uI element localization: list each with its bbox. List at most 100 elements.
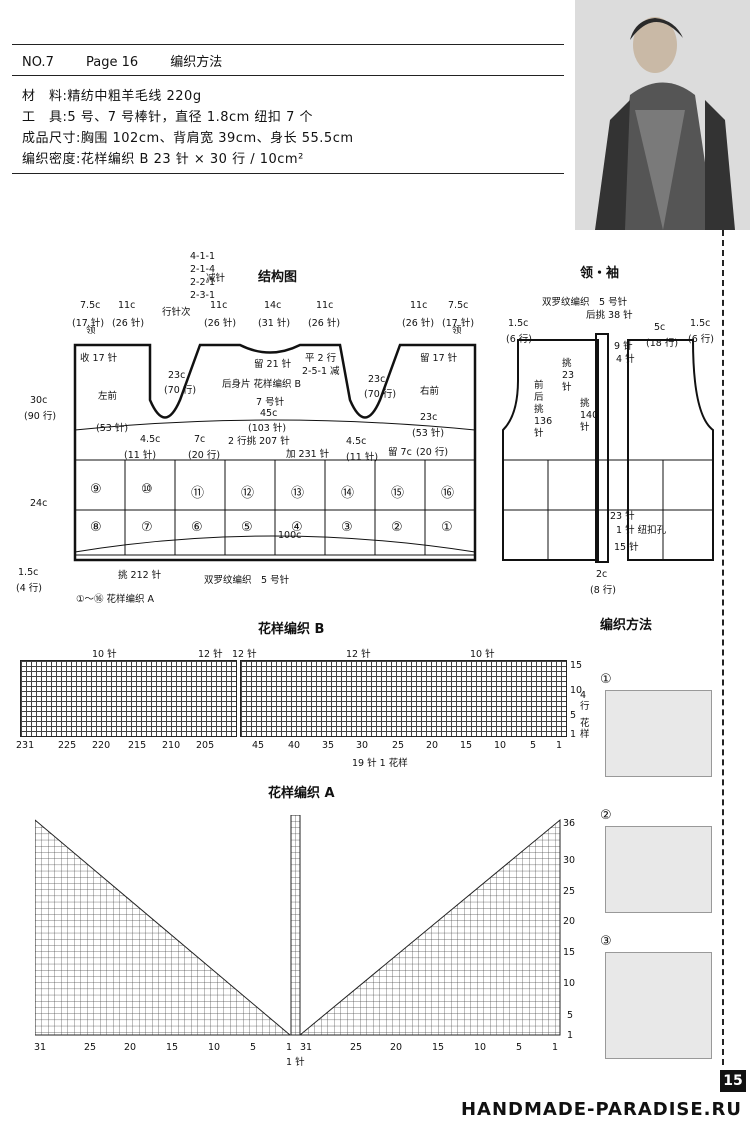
armhole-width: 4.5c	[346, 436, 367, 447]
panel-number: ⑩	[141, 482, 153, 497]
flat-rows: 平 2 行	[305, 353, 337, 364]
band-sts: 15 针	[614, 542, 639, 553]
col-number: 1	[556, 740, 563, 751]
panel-number: ⑨	[90, 482, 102, 497]
pick-up-207: 2 行挑 207 针	[228, 436, 290, 447]
col-number: 35	[322, 740, 335, 751]
col-number: 20	[124, 1042, 137, 1053]
col-number: 205	[196, 740, 215, 751]
pattern-b-grid-left	[20, 660, 237, 737]
band-sts: 23 针	[610, 511, 635, 522]
materials-line: 材 料:精纺中粗羊毛线 220g	[22, 89, 202, 104]
header-divider	[12, 75, 564, 76]
size-line: 成品尺寸:胸围 102cm、背肩宽 39cm、身长 55.5cm	[22, 131, 354, 146]
armhole-depth: 7c	[194, 434, 206, 445]
panel-number: ⑮	[391, 486, 405, 501]
col-number: 15	[432, 1042, 445, 1053]
cuff-rows: (6 行)	[688, 334, 714, 345]
hem-rib: 双罗纹编织 5 号针	[204, 575, 290, 586]
col-number: 5	[530, 740, 537, 751]
col-number: 20	[390, 1042, 403, 1053]
step-illustration	[605, 952, 712, 1059]
repeat-note: 19 针 1 花样	[352, 758, 408, 769]
method-title: 编织方法	[600, 618, 653, 633]
row-number: 1	[570, 729, 577, 740]
dim-top-sub: (26 针)	[308, 318, 341, 329]
armhole-sts: (11 针)	[124, 450, 157, 461]
row-number: 5	[570, 710, 577, 721]
step-illustration	[605, 690, 712, 777]
col-number: 225	[58, 740, 77, 751]
header-title: NO.7 Page 16 编织方法	[22, 51, 250, 70]
upper-height: 30c	[30, 395, 48, 406]
col-number: 215	[128, 740, 147, 751]
back-panel-label: 后身片 花样编织 B	[222, 379, 302, 390]
rib-height: 1.5c	[18, 567, 39, 578]
header-box: NO.7 Page 16 编织方法 材 料:精纺中粗羊毛线 220g 工 具:5…	[12, 44, 564, 174]
collar-height: 5c	[654, 322, 666, 333]
dim-top: 11c	[316, 300, 334, 311]
step-number: ①	[600, 672, 612, 687]
repeat-label: 12 针	[346, 649, 371, 660]
col-number: 10	[494, 740, 507, 751]
panel-number: ①	[441, 520, 453, 535]
row-number: 25	[563, 886, 576, 897]
col-number: 15	[166, 1042, 179, 1053]
col-number: 1	[286, 1042, 293, 1053]
band-width: 2c	[596, 569, 608, 580]
front-width-sts: (53 针)	[96, 423, 129, 434]
repeat-label: 10 针	[470, 649, 495, 660]
decrease-list: 4-1-1 2-1-4 2-2-1 2-3-1	[190, 251, 215, 301]
dim-top-sub: (26 针)	[112, 318, 145, 329]
row-number: 10	[570, 685, 583, 696]
panel-number: ⑯	[441, 486, 455, 501]
band-sts: 4 针	[616, 354, 635, 365]
panel-number: ⑥	[191, 520, 203, 535]
dim-top: 11c	[118, 300, 136, 311]
armhole-rows: (70 行)	[164, 385, 197, 396]
dim-top: 7.5c	[80, 300, 101, 311]
margin-divider	[722, 230, 724, 1065]
side-label: 4 行	[580, 690, 590, 712]
armhole-rows: (20 行)	[188, 450, 221, 461]
armhole-width: 4.5c	[140, 434, 161, 445]
col-number: 20	[426, 740, 439, 751]
neck-keep: 留 17 针	[420, 353, 458, 364]
col-number: 30	[356, 740, 369, 751]
row-number: 15	[570, 660, 583, 671]
back-neck-keep: 留 21 针	[254, 359, 292, 370]
repeat-label: 10 针	[92, 649, 117, 660]
dim-top-sub: (26 针)	[402, 318, 435, 329]
section-name: 编织方法	[170, 55, 223, 70]
hem-pickup: 挑 212 针	[118, 570, 162, 581]
row-number: 5	[567, 1010, 574, 1021]
panel-number: ⑫	[241, 486, 255, 501]
armhole-keep: 留 7c	[388, 447, 412, 458]
step-illustration	[605, 826, 712, 913]
armhole-height: 23c	[168, 370, 186, 381]
col-number: 31	[34, 1042, 47, 1053]
pattern-a-grid	[35, 815, 561, 1036]
col-number: 25	[350, 1042, 363, 1053]
row-number: 15	[563, 947, 576, 958]
structure-title: 结构图	[258, 270, 298, 285]
hem-width: 100c	[278, 530, 302, 541]
left-front-label: 左前	[98, 391, 118, 402]
repeat-label: 12 针	[198, 649, 223, 660]
gauge-line: 编织密度:花样编织 B 23 针 × 30 行 / 10cm²	[22, 152, 304, 167]
cuff-height: 1.5c	[690, 318, 711, 329]
armhole-height: 23c	[368, 374, 386, 385]
collar-rib: 双罗纹编织 5 号针	[542, 297, 628, 308]
panel-number: ⑭	[341, 486, 355, 501]
panel-number: ⑧	[90, 520, 102, 535]
col-number: 1	[552, 1042, 559, 1053]
neck-cast: 收 17 针	[80, 353, 118, 364]
armhole-rows: (20 行)	[416, 447, 449, 458]
repeat-label: 12 针	[232, 649, 257, 660]
col-number: 5	[516, 1042, 523, 1053]
decrease-rule: 2-5-1 减	[302, 366, 340, 377]
neck-label: 领	[452, 325, 462, 336]
front-width: 23c	[420, 412, 438, 423]
collar-title: 领・袖	[580, 266, 620, 281]
col-number: 231	[16, 740, 35, 751]
